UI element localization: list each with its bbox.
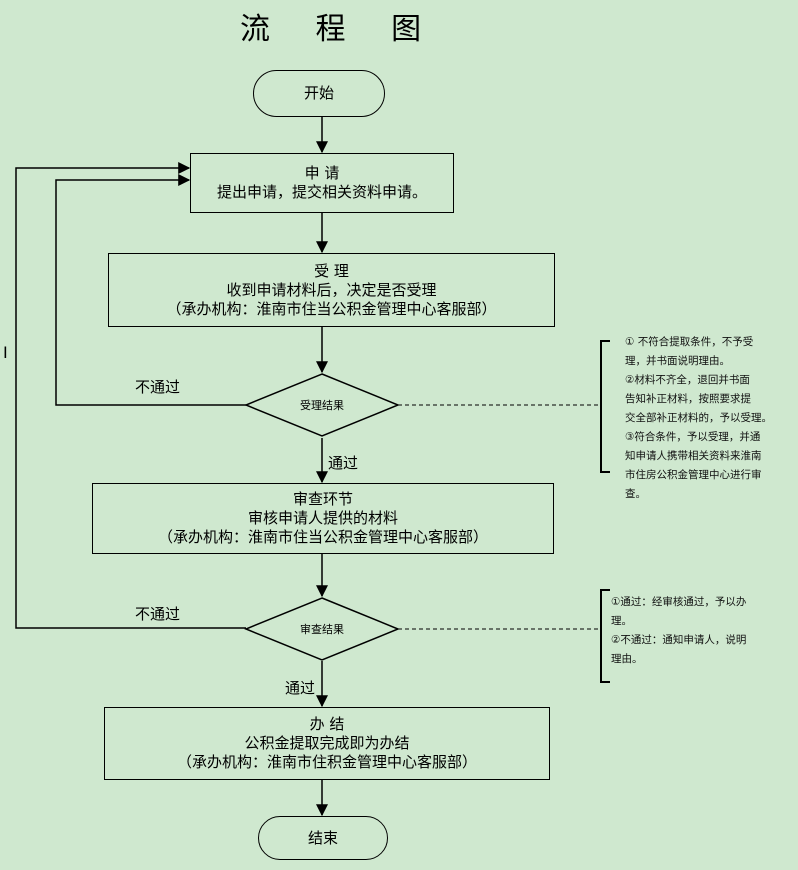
note-accept-line: 知申请人携带相关资料来淮南: [625, 450, 762, 462]
node-accept-desc: 收到申请材料后，决定是否受理: [226, 280, 437, 299]
edge-label-reject-2: 不通过: [135, 605, 181, 623]
node-start-label: 开始: [303, 84, 334, 102]
diamond-review-result: [244, 597, 400, 661]
loop-reject-1: [55, 174, 246, 406]
node-start: 开始: [253, 70, 385, 117]
note-accept-line: 理，并书面说明理由。: [625, 355, 730, 367]
diamond-review-result-label: 审查结果: [300, 623, 344, 636]
note-review-line: ①通过：经审核通过，予以办: [611, 596, 747, 608]
page-title: 流 程 图: [240, 12, 440, 47]
note-review: ①通过：经审核通过，予以办 理。 ②不通过：通知申请人，说明 理由。: [611, 593, 796, 669]
diamond-accept-result: [244, 373, 400, 437]
bracket-note-accept: [600, 340, 610, 473]
node-review-title: 审查环节: [292, 490, 353, 508]
node-review: 审查环节 审核申请人提供的材料 （承办机构：淮南市住当公积金管理中心客服部）: [92, 483, 554, 554]
node-accept-org: （承办机构：淮南市住当公积金管理中心客服部）: [166, 299, 497, 318]
note-review-line: 理由。: [611, 653, 643, 665]
edge-label-pass-2: 通过: [285, 679, 316, 697]
note-accept-line: 市住房公积金管理中心进行审: [625, 469, 762, 481]
edge-label-side-mark: I: [3, 343, 8, 362]
node-apply-desc: 提出申请，提交相关资料申请。: [216, 183, 427, 201]
note-accept-line: ②材料不齐全，退回并书面: [625, 374, 750, 386]
node-finish-desc: 公积金提取完成即为办结: [244, 734, 410, 752]
node-review-desc: 审核申请人提供的材料: [247, 509, 398, 527]
node-finish: 办 结 公积金提取完成即为办结 （承办机构：淮南市住积金管理中心客服部）: [104, 707, 550, 780]
node-accept-title: 受 理: [314, 261, 349, 280]
node-apply-title: 申 请: [304, 164, 340, 182]
note-accept: ① 不符合提取条件，不予受 理，并书面说明理由。 ②材料不齐全，退回并书面 告知…: [625, 333, 797, 504]
note-review-line: 理。: [611, 615, 632, 627]
node-finish-title: 办 结: [309, 715, 345, 733]
edge-label-reject-1: 不通过: [135, 378, 181, 396]
bracket-note-review: [600, 589, 610, 683]
note-accept-line: 告知补正材料，按照要求提: [625, 393, 751, 405]
node-accept: 受 理 收到申请材料后，决定是否受理 （承办机构：淮南市住当公积金管理中心客服部…: [108, 253, 555, 327]
node-end-label: 结束: [307, 828, 338, 847]
note-accept-line: 交全部补正材料的，予以受理。: [625, 412, 772, 424]
note-accept-line: 查。: [625, 488, 646, 500]
node-review-org: （承办机构：淮南市住当公积金管理中心客服部）: [157, 528, 488, 546]
edge-label-pass-1: 通过: [328, 454, 359, 472]
note-accept-line: ① 不符合提取条件，不予受: [625, 336, 754, 348]
diamond-accept-result-label: 受理结果: [300, 399, 344, 412]
node-finish-org: （承办机构：淮南市住积金管理中心客服部）: [176, 753, 477, 771]
note-review-line: ②不通过：通知申请人，说明: [611, 634, 747, 646]
node-end: 结束: [258, 816, 388, 860]
loop-reject-2: [15, 162, 246, 629]
note-accept-line: ③符合条件，予以受理，并通: [625, 431, 761, 443]
node-apply: 申 请 提出申请，提交相关资料申请。: [190, 153, 454, 213]
